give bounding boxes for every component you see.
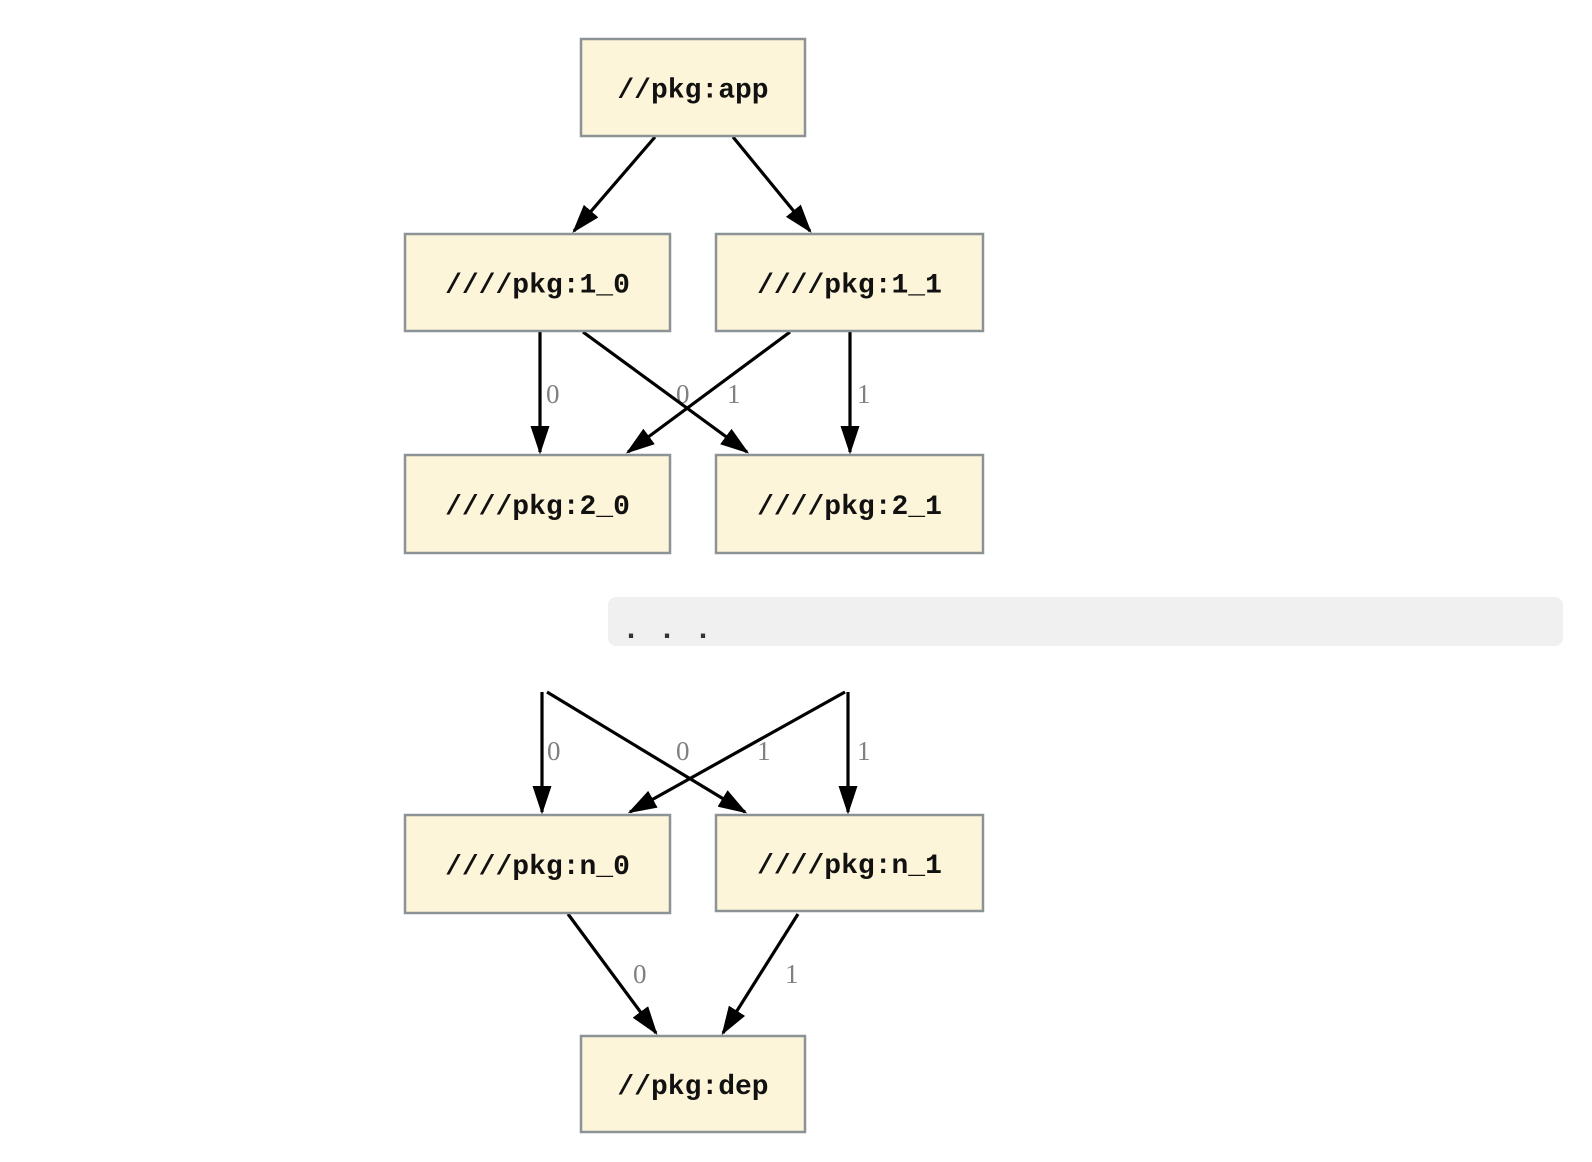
edge-label-1_0-to-2_0: 0 — [546, 379, 560, 409]
ellipsis-band — [608, 597, 1563, 646]
edge-app-to-1_0 — [572, 135, 657, 233]
edge-label-...-to-n_0: 0 — [676, 736, 690, 766]
graph-node-label-n_1: ////pkg:n_1 — [757, 851, 942, 882]
graph-node-label-2_1: ////pkg:2_1 — [757, 492, 942, 523]
graph-node-app — [579, 37, 807, 138]
graph-node-n_1 — [714, 813, 985, 913]
edge-label-...-to-n_0: 0 — [547, 736, 561, 766]
edge-1_1-to-2_0 — [625, 330, 791, 454]
edge-...-to-n_0 — [627, 690, 846, 814]
graph-node-2_1 — [714, 453, 985, 555]
edge-label-n_0-to-dep: 0 — [633, 959, 647, 989]
ellipsis-text: . . . — [622, 614, 712, 648]
graph-node-label-2_0: ////pkg:2_0 — [445, 492, 630, 523]
graph-node-label-app: //pkg:app — [617, 76, 768, 107]
edge-1_0-to-2_1 — [582, 330, 750, 454]
graph-node-label-n_0: ////pkg:n_0 — [445, 852, 630, 883]
edge-label-1_1-to-2_1: 1 — [857, 379, 871, 409]
edge-n_1-to-dep — [721, 913, 800, 1036]
graph-node-label-dep: //pkg:dep — [617, 1072, 768, 1103]
edge-label-...-to-n_1: 1 — [757, 736, 771, 766]
edge-n_0-to-dep — [566, 913, 658, 1036]
graph-node-label-1_0: ////pkg:1_0 — [445, 271, 630, 302]
edge-app-to-1_1 — [731, 135, 812, 233]
edge-label-n_1-to-dep: 1 — [785, 959, 799, 989]
edge-label-1_0-to-2_1: 1 — [727, 379, 741, 409]
edge-label-...-to-n_1: 1 — [857, 736, 871, 766]
graph-node-label-1_1: ////pkg:1_1 — [757, 271, 942, 302]
graph-node-n_0 — [403, 813, 672, 915]
graph-node-1_0 — [403, 232, 672, 333]
graph-node-2_0 — [403, 453, 672, 555]
graph-node-1_1 — [714, 232, 985, 333]
graph-node-dep — [579, 1034, 807, 1134]
edge-...-to-n_1 — [546, 690, 748, 814]
